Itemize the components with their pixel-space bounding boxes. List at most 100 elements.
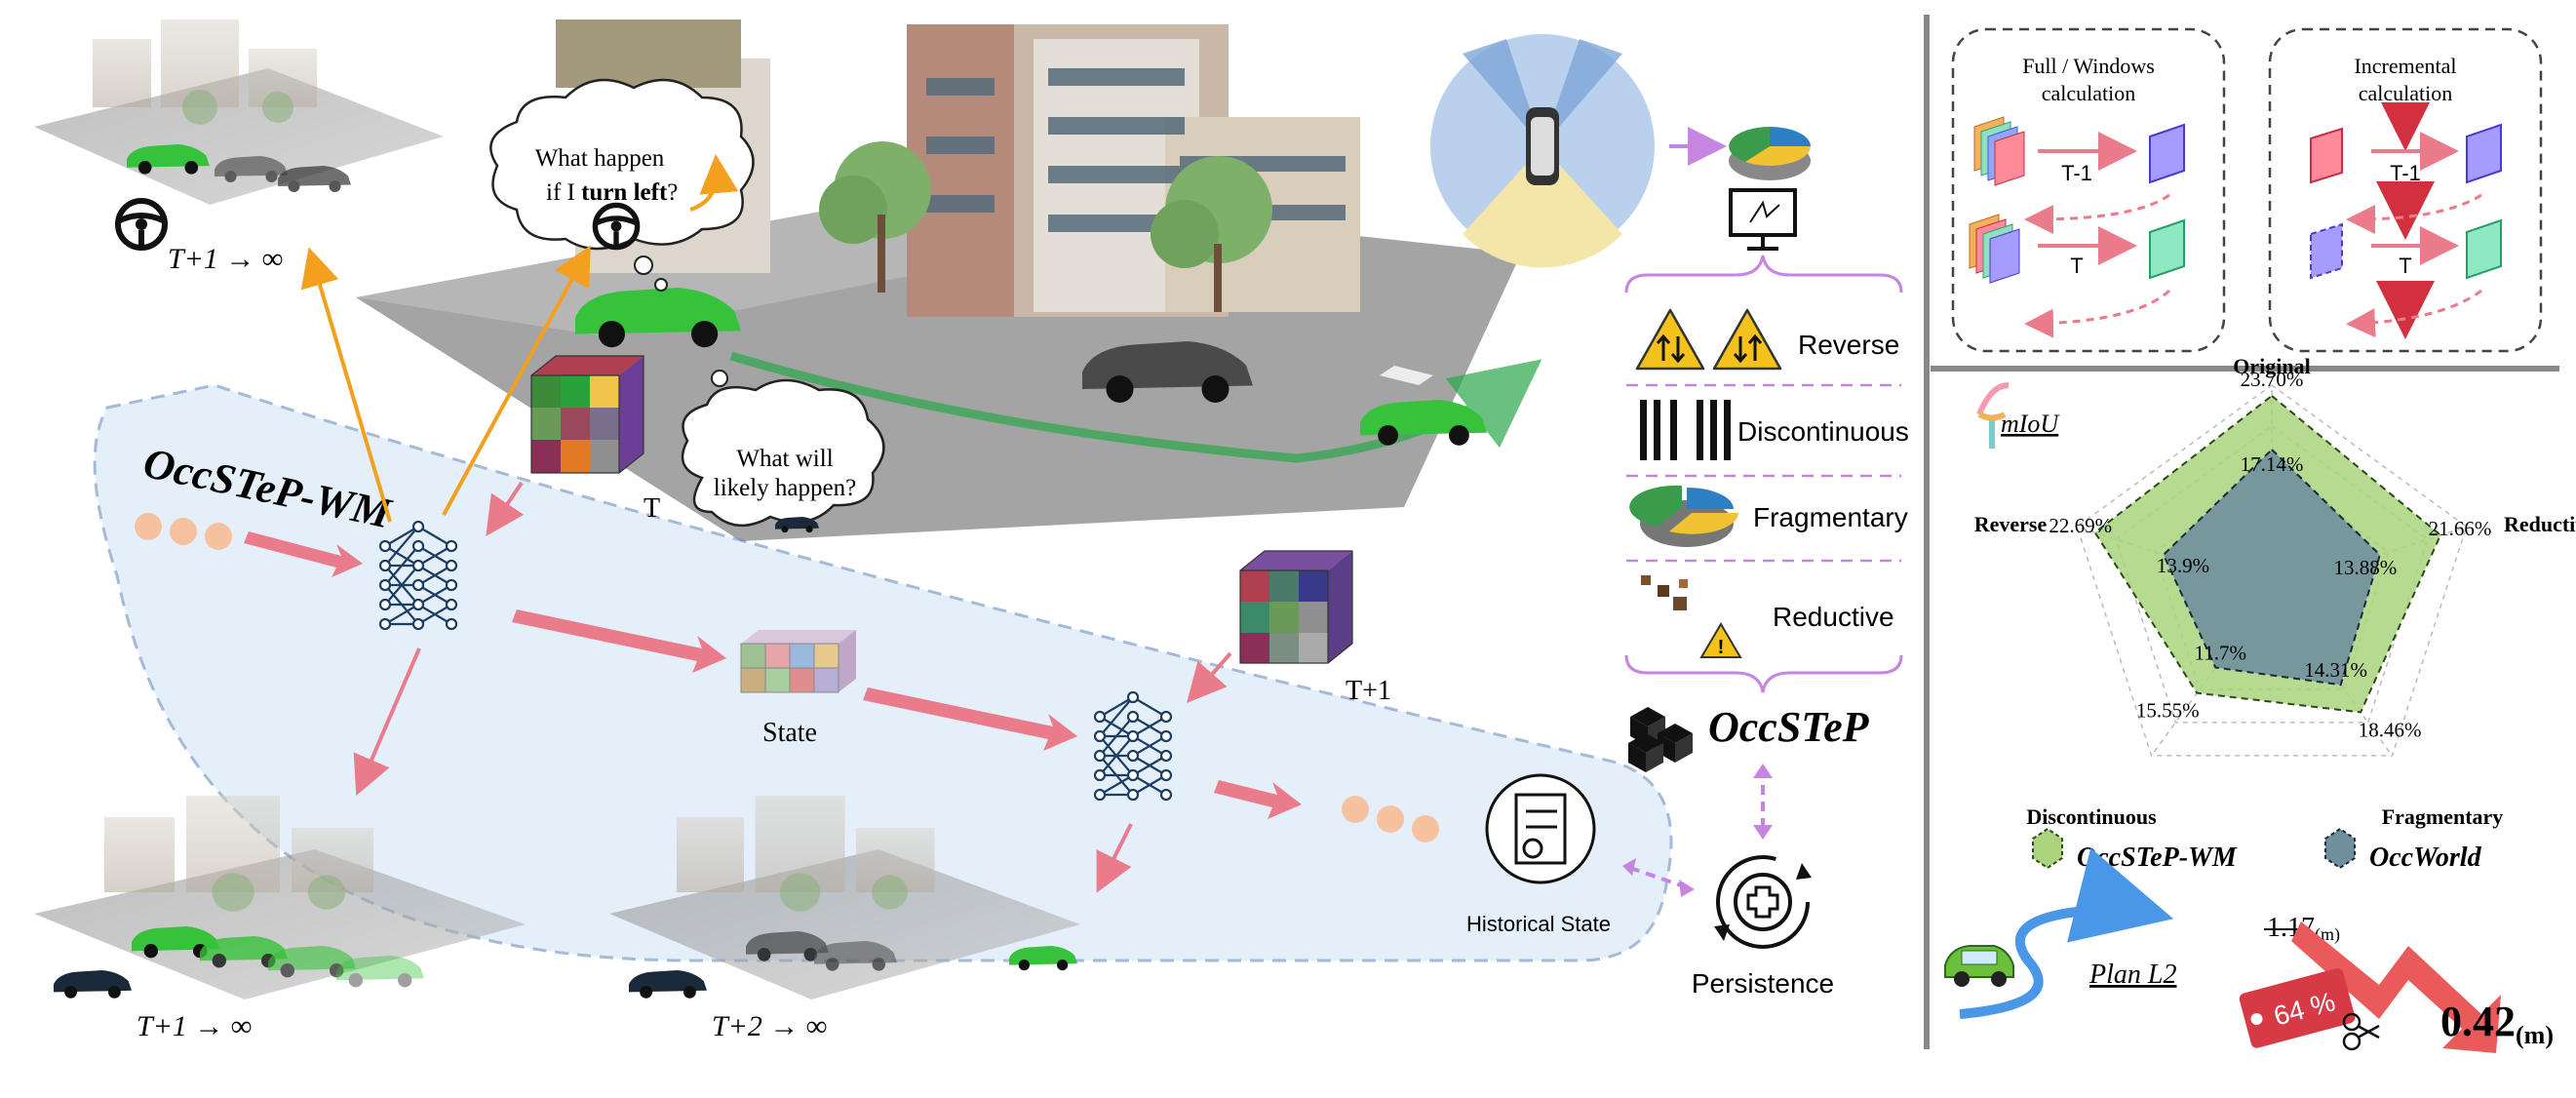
persistence-icon <box>1714 855 1812 949</box>
steering-wheel-icon <box>118 201 165 248</box>
arrow-net-to-output-2 <box>1096 823 1133 893</box>
radar-value-label: 23.70% <box>2241 368 2304 391</box>
radar-value-label: 15.55% <box>2136 699 2200 723</box>
radar-value-label: 14.31% <box>2304 658 2367 682</box>
legend-swatch-occworld <box>2324 827 2356 870</box>
reductive-icon: ! <box>1641 575 1742 658</box>
legend-occstep-wm: OccSTeP-WM <box>2077 843 2238 873</box>
path-arrow-icon <box>1959 847 2174 1019</box>
top-left-city-scene <box>34 20 444 205</box>
arrow-cube-to-net <box>486 481 525 536</box>
ellipsis-dots-right <box>1342 796 1439 843</box>
time-label-top: T+1 → ∞ <box>168 243 283 275</box>
full-t: T <box>2070 254 2083 278</box>
label-T: T <box>644 493 660 524</box>
metric-label: mIoU <box>2001 410 2060 438</box>
challenge-fragmentary: Fragmentary <box>1753 502 1908 532</box>
car-icon <box>629 970 707 999</box>
state-voxel-grid <box>740 630 856 693</box>
radar-value-label: 13.9% <box>2157 554 2209 577</box>
pie-occupancy-icon <box>1729 127 1811 180</box>
radar-legend: OccSTeP-WM OccWorld <box>2032 827 2482 873</box>
inc-title-1: Incremental <box>2354 54 2456 78</box>
plan-l2-panel: Plan L2 1.17(m) 64 % 0.42(m) <box>1944 847 2554 1053</box>
full-title-1: Full / Windows <box>2022 54 2155 78</box>
bubble-text-line2: if I turn left? <box>546 179 678 206</box>
inc-title-2: calculation <box>2359 81 2453 105</box>
inc-t-minus-1: T-1 <box>2390 161 2421 185</box>
incremental-calculation-box <box>2268 27 2543 353</box>
radar-axis-label: Reverse <box>1974 512 2048 536</box>
new-l2-value: 0.42(m) <box>2440 998 2554 1049</box>
challenge-reverse: Reverse <box>1798 330 1899 360</box>
bubble-text-line1: What happen <box>535 145 665 172</box>
arrow-to-top-future <box>300 247 392 523</box>
likely-happen-thought-bubble: What will likely happen? <box>681 370 885 533</box>
turn-left-arrow-icon <box>689 154 739 212</box>
car-icon <box>54 970 132 999</box>
full-title-2: calculation <box>2042 81 2136 105</box>
ellipsis-dots-left <box>135 513 232 550</box>
main-city-scene <box>356 20 1542 541</box>
full-calculation-box <box>1951 27 2226 353</box>
svg-text:!: ! <box>1718 637 1725 658</box>
radar-axis-label: Original <box>2233 354 2310 378</box>
flow-arrows <box>244 531 1302 819</box>
radar-value-labels: 23.70% 21.66% 18.46% 15.55% 22.69% 17.14% 13.8… <box>2049 368 2491 742</box>
turn-left-thought-bubble: What happen if I turn left? <box>489 78 755 292</box>
arrow-history-persistence <box>1629 866 1688 889</box>
fragmentary-pie-icon <box>1629 485 1738 547</box>
radar-axis-label: Fragmentary <box>2382 804 2504 829</box>
time-label-bottom-mid: T+2 → ∞ <box>712 1010 827 1042</box>
reduction-tag: 64 % <box>2239 967 2356 1048</box>
legend-swatch-occstep-wm <box>2032 827 2063 870</box>
cubes-logo-icon <box>1628 707 1693 772</box>
plan-label: Plan L2 <box>2088 960 2176 990</box>
radar-value-label: 22.69% <box>2049 514 2112 537</box>
radar-axis-label: Reductive <box>2504 512 2576 536</box>
green-car-icon <box>1944 945 2014 987</box>
radar-series-occworld <box>2162 448 2382 686</box>
radar-chart-panel: mIoU OriginalReductiveFragmentary Discont… <box>1974 354 2576 873</box>
stacked-frames-icon-2 <box>1969 214 2020 284</box>
arrow-cube-to-net-2 <box>1187 651 1232 704</box>
left-scene-panel: T+1 → ∞ <box>34 20 1673 1042</box>
time-label-bottom-left: T+1 → ∞ <box>137 1010 252 1042</box>
legend-occworld: OccWorld <box>2369 843 2482 873</box>
persistence-label: Persistence <box>1692 968 1834 999</box>
challenge-reductive: Reductive <box>1773 602 1894 632</box>
voxel-cube-T <box>530 355 644 474</box>
historical-state-label: Historical State <box>1466 912 1611 936</box>
full-t-minus-1: T-1 <box>2061 161 2092 185</box>
stacked-frames-icon <box>1973 116 2025 186</box>
challenge-discontinuous: Discontinuous <box>1737 416 1909 447</box>
radar-axis-labels: OriginalReductiveFragmentary Discontinuou… <box>1974 354 2576 829</box>
sensor-fov-diagram <box>1430 34 1655 268</box>
inc-t: T <box>2399 254 2411 278</box>
radar-series <box>2093 394 2442 714</box>
radar-value-label: 18.46% <box>2359 718 2422 741</box>
radar-value-label: 11.7% <box>2194 642 2245 665</box>
benchmark-title: OccSTeP <box>1708 703 1870 751</box>
calculation-comparison-panel: Full / Windows calculation T-1 T Increme… <box>1951 27 2543 353</box>
decrease-arrow-icon <box>2291 922 2501 1053</box>
miou-icon <box>1976 382 2010 449</box>
middle-benchmark-panel: Reverse Discontinuous Fragmentary ! Redu… <box>1430 34 1909 999</box>
discontinuous-bars-icon <box>1640 400 1731 460</box>
grey-car-icon <box>278 166 351 192</box>
radar-value-label: 13.88% <box>2334 556 2398 579</box>
bubble-likely-line2: likely happen? <box>714 475 856 501</box>
reverse-warning-icon <box>1635 308 1782 371</box>
voxel-cube-T1 <box>1239 550 1353 664</box>
radar-axis-label: Discontinuous <box>2026 804 2157 829</box>
bubble-likely-line1: What will <box>736 446 833 472</box>
radar-value-label: 17.14% <box>2241 452 2304 476</box>
monitor-icon <box>1729 188 1797 251</box>
label-state: State <box>762 718 817 748</box>
label-T1: T+1 <box>1346 676 1391 706</box>
radar-value-label: 21.66% <box>2429 517 2492 540</box>
brace-top <box>1624 255 1903 294</box>
brace-bottom <box>1624 654 1903 693</box>
arrow-from-bubble <box>442 245 591 516</box>
